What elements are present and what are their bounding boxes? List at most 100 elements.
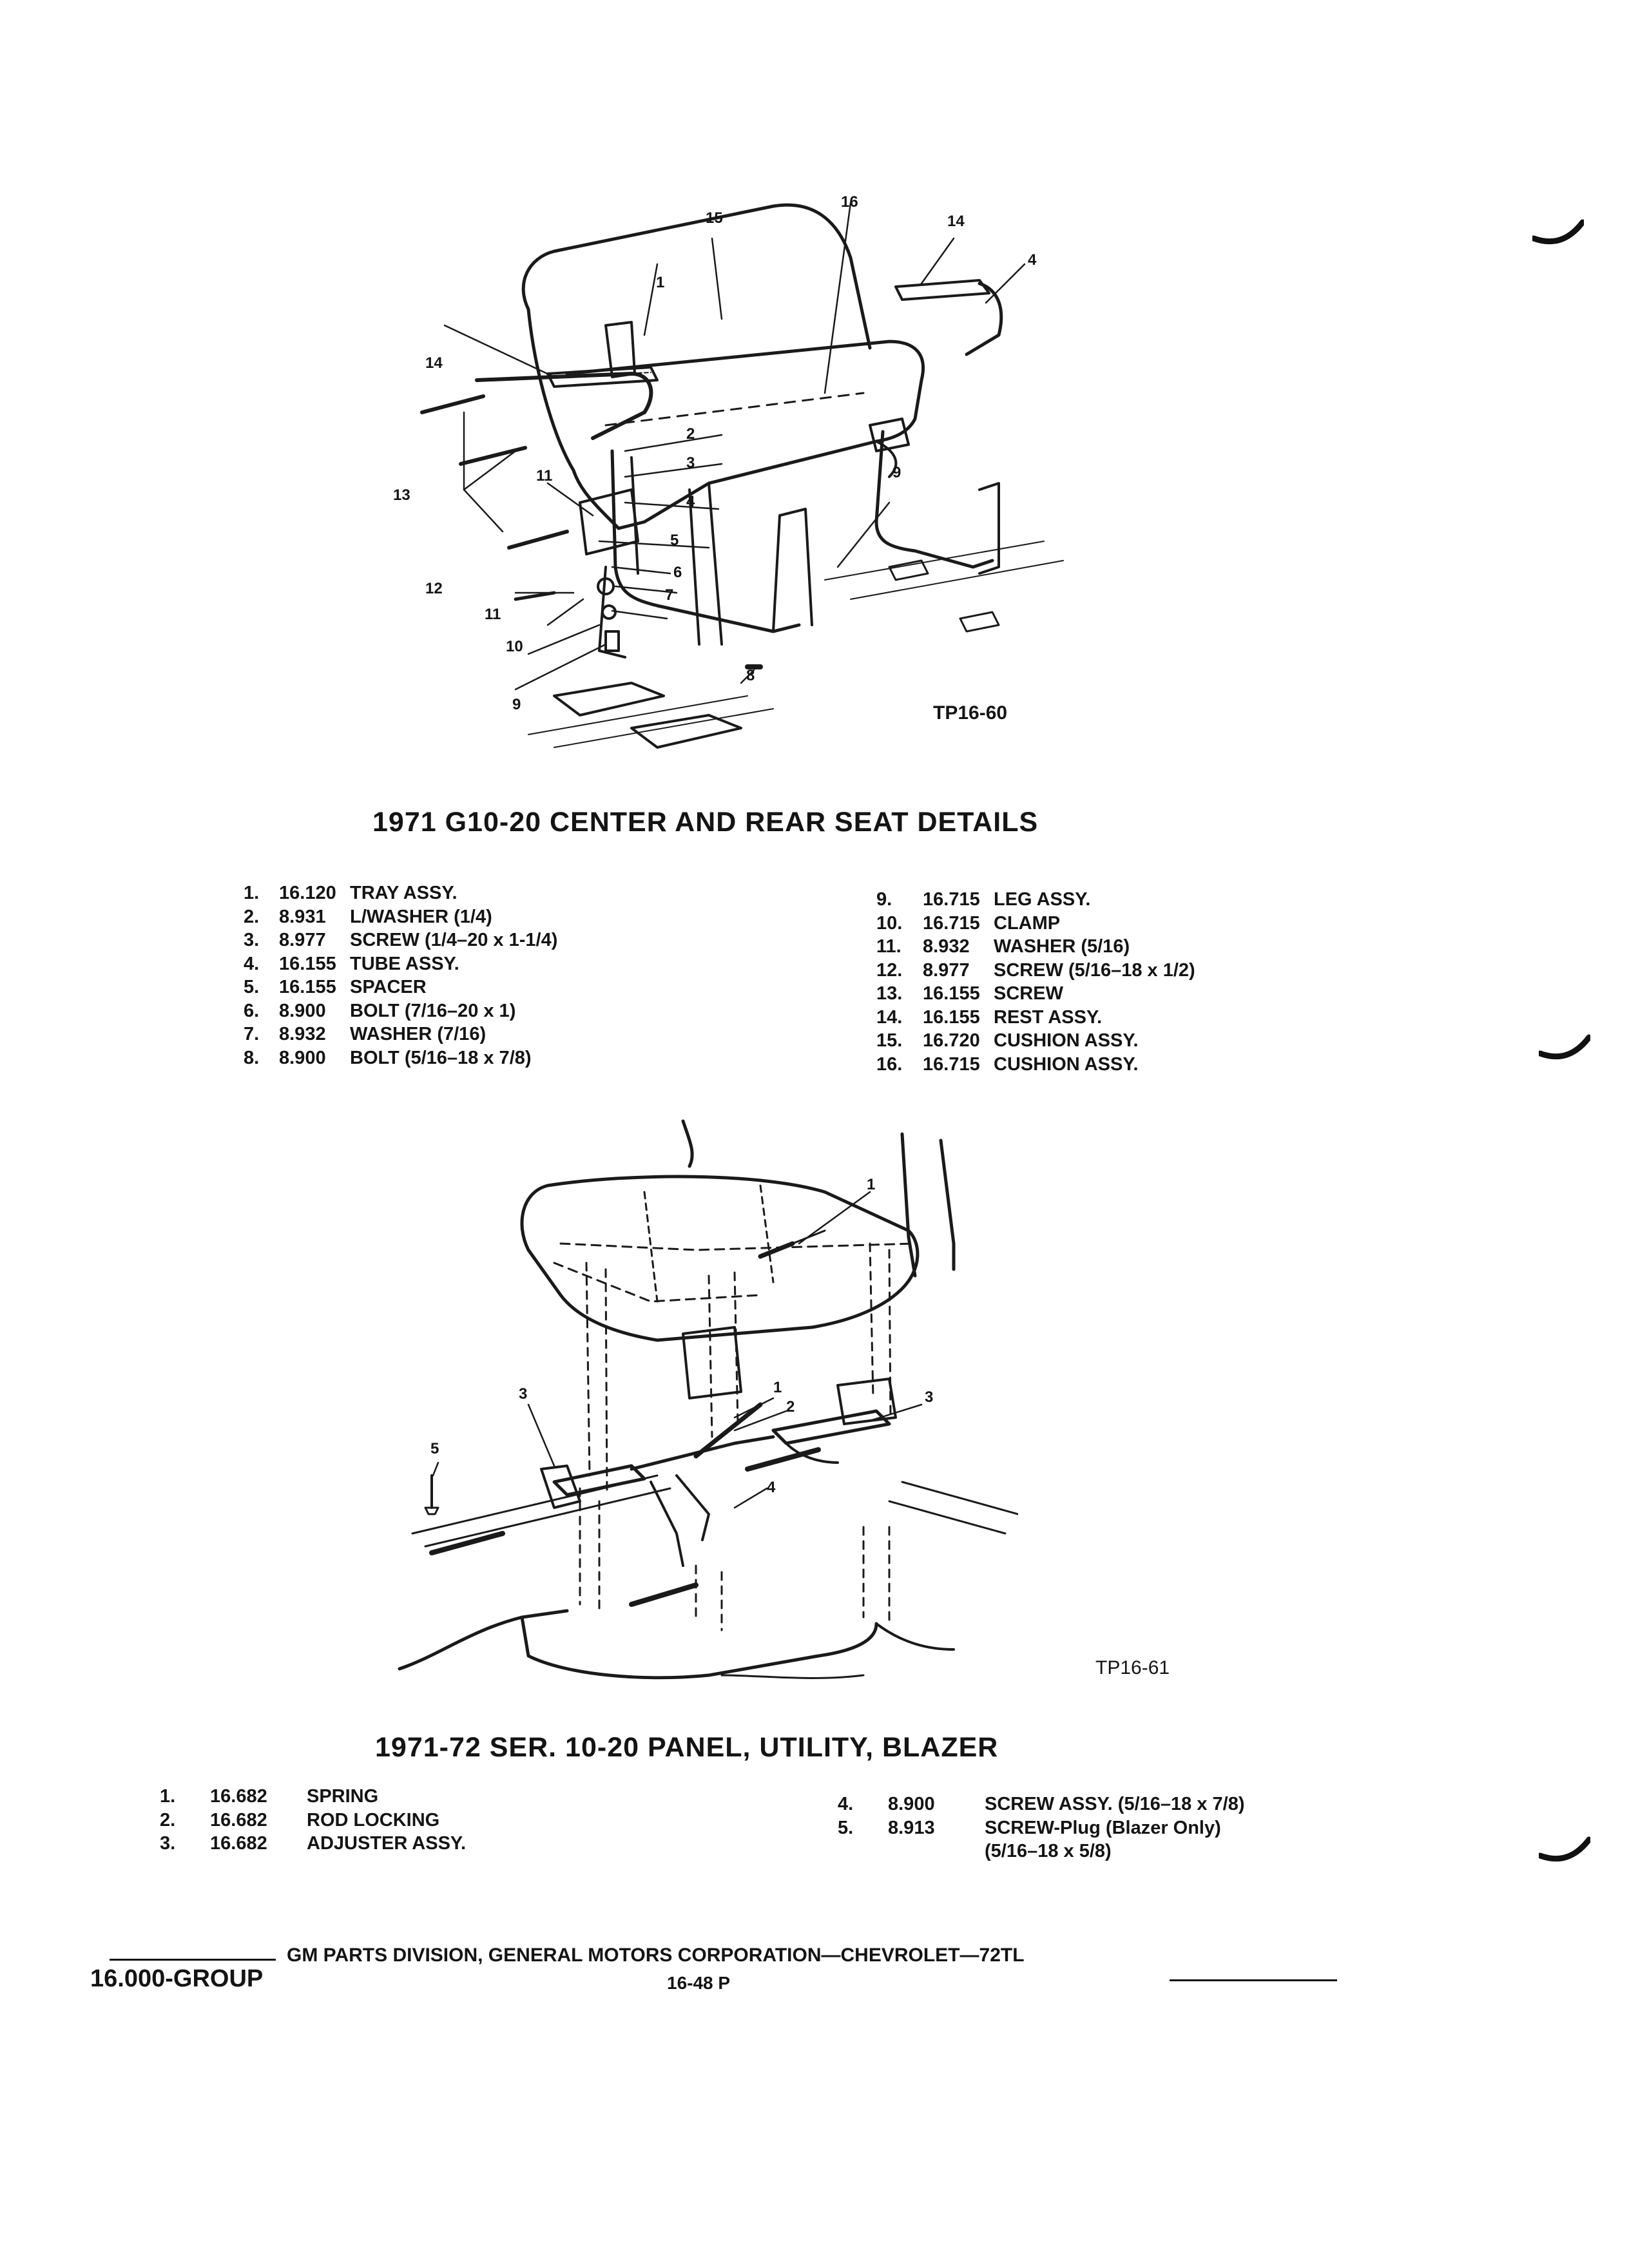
- part-code: 8.977: [923, 959, 970, 981]
- part-row: 2. 8.931 L/WASHER (1/4): [244, 905, 557, 929]
- callout-1-lower: 1: [773, 1379, 782, 1396]
- part-num: 1.: [160, 1786, 176, 1807]
- part-code: 16.682: [210, 1809, 267, 1831]
- callout-9-right: 9: [892, 464, 901, 481]
- part-code: 16.682: [210, 1786, 267, 1807]
- part-row: 15. 16.720 CUSHION ASSY.: [876, 1029, 1195, 1053]
- figure-2-parts-right: 4. 8.900 SCREW ASSY. (5/16–18 x 7/8) 5. 8.9…: [838, 1792, 1245, 1863]
- callout-12: 12: [425, 580, 443, 597]
- figure-1-title: 1971 G10-20 CENTER AND REAR SEAT DETAILS: [372, 807, 1039, 838]
- callout-1: 1: [656, 274, 665, 291]
- scan-edge-mark-1: [1532, 219, 1584, 245]
- part-desc: REST ASSY.: [994, 1006, 1103, 1028]
- part-num: 11.: [876, 936, 901, 957]
- part-desc: SCREW (5/16–18 x 1/2): [994, 959, 1195, 981]
- footer-publisher: GM PARTS DIVISION, GENERAL MOTORS CORPOR…: [287, 1945, 1025, 1966]
- part-row: 8. 8.900 BOLT (5/16–18 x 7/8): [244, 1046, 557, 1070]
- part-desc: SCREW: [994, 983, 1063, 1004]
- part-row: 4. 8.900 SCREW ASSY. (5/16–18 x 7/8): [838, 1792, 1245, 1816]
- part-num: 15.: [876, 1030, 903, 1051]
- figure-1-seat-illustration: 15 16 14 4 1 14 2 3 4 5 6 7 8 9 9 10 11 …: [361, 180, 1108, 786]
- part-code: 8.900: [279, 1047, 326, 1068]
- part-num: 13.: [876, 983, 903, 1004]
- part-row: 13. 16.155 SCREW: [876, 982, 1195, 1006]
- part-desc: WASHER (5/16): [994, 936, 1130, 957]
- part-desc: ROD LOCKING: [307, 1809, 440, 1831]
- callout-10: 10: [506, 638, 523, 655]
- part-desc: SCREW ASSY. (5/16–18 x 7/8): [985, 1794, 1245, 1814]
- callout-9: 9: [512, 696, 521, 713]
- part-row: 1. 16.682 SPRING: [160, 1785, 466, 1809]
- part-desc: CUSHION ASSY.: [994, 1053, 1139, 1075]
- part-desc: SCREW (1/4–20 x 1-1/4): [350, 930, 558, 950]
- callout-3: 3: [686, 454, 695, 472]
- part-code: 8.932: [923, 936, 970, 957]
- part-code: 16.155: [923, 983, 980, 1004]
- part-num: 3.: [160, 1833, 176, 1854]
- callout-6: 6: [673, 564, 682, 581]
- part-num: 8.: [244, 1047, 260, 1068]
- part-num: 9.: [876, 889, 892, 910]
- part-desc-continued: (5/16–18 x 5/8): [985, 1841, 1112, 1861]
- scan-edge-mark-2: [1539, 1034, 1590, 1060]
- callout-1: 1: [867, 1176, 876, 1193]
- callout-4: 4: [767, 1479, 776, 1496]
- callout-14-left: 14: [425, 354, 443, 372]
- part-num: 1.: [244, 883, 260, 903]
- part-desc: CUSHION ASSY.: [994, 1030, 1139, 1051]
- part-code: 8.913: [888, 1817, 935, 1838]
- callout-4: 4: [686, 493, 695, 510]
- part-num: 4.: [244, 953, 260, 974]
- part-num: 7.: [244, 1024, 260, 1044]
- part-desc: TRAY ASSY.: [350, 883, 458, 903]
- part-num: 5.: [244, 977, 260, 997]
- callout-2: 2: [786, 1398, 795, 1416]
- callout-2: 2: [686, 425, 695, 443]
- part-desc: TUBE ASSY.: [350, 953, 459, 974]
- callout-5: 5: [670, 532, 679, 549]
- part-desc: SPRING: [307, 1786, 379, 1807]
- part-num: 2.: [244, 906, 260, 927]
- part-num: 16.: [876, 1053, 903, 1075]
- callout-11-top: 11: [536, 467, 553, 485]
- part-code: 16.720: [923, 1030, 980, 1051]
- part-num: 6.: [244, 1000, 260, 1021]
- part-code: 16.682: [210, 1833, 267, 1854]
- part-num: 12.: [876, 959, 903, 981]
- figure-2-title: 1971-72 SER. 10-20 PANEL, UTILITY, BLAZE…: [375, 1732, 999, 1763]
- part-desc: BOLT (5/16–18 x 7/8): [350, 1047, 532, 1068]
- callout-5: 5: [430, 1440, 439, 1457]
- part-code: 8.900: [888, 1794, 935, 1814]
- part-row: 9. 16.715 LEG ASSY.: [876, 888, 1195, 912]
- part-desc: SPACER: [350, 977, 427, 997]
- part-desc: LEG ASSY.: [994, 889, 1091, 910]
- footer-rule-left: [110, 1959, 276, 1961]
- part-row: 11. 8.932 WASHER (5/16): [876, 935, 1195, 959]
- part-code: 16.155: [279, 953, 336, 974]
- part-code: 8.977: [279, 930, 326, 950]
- part-num: 4.: [838, 1794, 854, 1814]
- part-desc: SCREW-Plug (Blazer Only): [985, 1817, 1221, 1838]
- part-num: 3.: [244, 930, 260, 950]
- part-row: 12. 8.977 SCREW (5/16–18 x 1/2): [876, 959, 1195, 983]
- figure-1-ref: TP16-60: [933, 702, 1008, 724]
- part-row: 5. 8.913 SCREW-Plug (Blazer Only): [838, 1816, 1245, 1840]
- part-code: 16.715: [923, 889, 980, 910]
- part-num: 5.: [838, 1817, 854, 1838]
- part-code: 16.715: [923, 912, 980, 934]
- callout-15: 15: [706, 209, 723, 227]
- page-number: 16-48 P: [667, 1973, 731, 1993]
- part-desc: L/WASHER (1/4): [350, 906, 492, 927]
- part-code: 8.931: [279, 906, 326, 927]
